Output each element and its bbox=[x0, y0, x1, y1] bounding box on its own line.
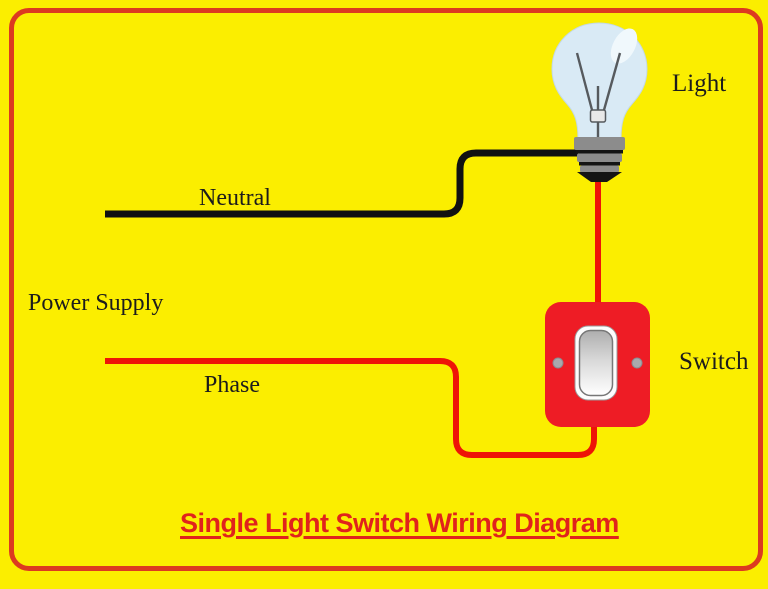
label-neutral: Neutral bbox=[199, 185, 271, 211]
switch-screw-right-icon bbox=[631, 357, 643, 369]
label-phase: Phase bbox=[204, 372, 260, 398]
label-power-supply: Power Supply bbox=[28, 290, 164, 316]
switch-screw-left-icon bbox=[552, 357, 564, 369]
single-switch bbox=[545, 302, 650, 427]
bulb-highlight bbox=[610, 28, 638, 64]
bulb-base-band bbox=[574, 137, 625, 150]
bulb-tip bbox=[577, 172, 622, 182]
label-light: Light bbox=[672, 70, 727, 97]
switch-rocker bbox=[578, 329, 614, 397]
bulb-base-band bbox=[580, 165, 619, 173]
label-switch: Switch bbox=[679, 348, 749, 375]
bulb-base-band bbox=[577, 153, 622, 162]
border-frame bbox=[9, 8, 763, 571]
neutral-wire bbox=[105, 149, 578, 218]
bulb-filament-left bbox=[575, 52, 594, 111]
bulb-filament-right bbox=[602, 52, 622, 111]
bulb-base-thread bbox=[576, 150, 623, 154]
light-bulb bbox=[551, 22, 648, 182]
bulb-filament-collar bbox=[589, 109, 607, 123]
bulb-base-thread bbox=[579, 162, 620, 166]
phase-wire bbox=[105, 358, 597, 458]
diagram-title: Single Light Switch Wiring Diagram bbox=[180, 508, 619, 538]
